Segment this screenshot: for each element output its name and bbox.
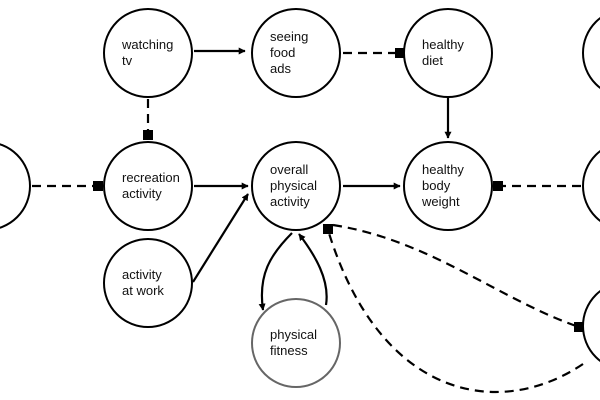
edge-overall-to-right-bottom [332, 223, 584, 332]
node-label: tv [122, 53, 133, 68]
node-circle [582, 150, 600, 222]
node-label: watching [121, 37, 173, 52]
edge-line [192, 193, 249, 283]
edge-right-bottom-to-overall [323, 224, 584, 393]
node-circle [103, 238, 193, 328]
node-label: recreation [122, 170, 180, 185]
node-right-mid-partial [582, 150, 600, 222]
edge-work-to-overall [192, 193, 249, 283]
edge-fitness-to-overall [298, 233, 328, 306]
node-label: weight [421, 194, 460, 209]
node-label: healthy [422, 162, 464, 177]
node-label: body [422, 178, 451, 193]
edge-line [326, 229, 584, 393]
node-circle [251, 8, 341, 98]
node-label: activity [270, 194, 310, 209]
edge-right-to-weight [493, 181, 581, 191]
edge-overall-to-fitness [258, 232, 293, 311]
node-circle [403, 141, 493, 231]
node-label: fitness [270, 343, 308, 358]
edge-square-head [323, 224, 333, 234]
edge-line [258, 232, 293, 311]
node-right-top-partial [582, 17, 600, 89]
edge-square-head [493, 181, 503, 191]
edge-square-head [93, 181, 103, 191]
node-circle [251, 141, 341, 231]
node-label: ads [270, 61, 291, 76]
edge-line [298, 233, 328, 306]
node-circle [582, 290, 600, 362]
node-circle [582, 17, 600, 89]
node-label: physical [270, 178, 317, 193]
node-label: food [270, 45, 295, 60]
node-label: physical [270, 327, 317, 342]
node-circle [103, 141, 193, 231]
edge-left-to-recreation [32, 181, 103, 191]
node-label: healthy [422, 37, 464, 52]
node-label: activity [122, 267, 162, 282]
node-label: activity [122, 186, 162, 201]
edge-tv-to-recreation [143, 99, 153, 140]
node-label: seeing [270, 29, 308, 44]
node-circle [103, 8, 193, 98]
edge-square-head [574, 322, 584, 332]
node-circle [0, 143, 31, 229]
node-label: at work [122, 283, 164, 298]
node-circle [251, 298, 341, 388]
node-right-bottom-partial [582, 290, 600, 362]
node-left-partial [0, 143, 31, 229]
edge-square-head [143, 130, 153, 140]
node-circle [403, 8, 493, 98]
edge-square-head [395, 48, 405, 58]
node-label: overall [270, 162, 308, 177]
edge-food-ads-to-diet [343, 48, 405, 58]
node-label: diet [422, 53, 443, 68]
edge-line [332, 223, 580, 329]
